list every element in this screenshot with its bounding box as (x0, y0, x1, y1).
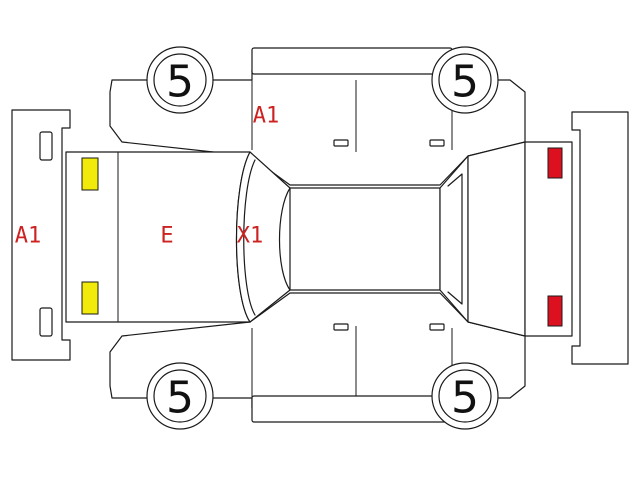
headlamp-bottom (81, 281, 99, 315)
wheel-rear-bottom-rating: 5 (451, 373, 479, 424)
wheel-front-top: 5 (146, 46, 214, 114)
wheel-front-top-rating: 5 (166, 57, 194, 108)
wheel-rear-top: 5 (431, 46, 499, 114)
wheel-rear-top-rating: 5 (451, 57, 479, 108)
rear-bumper (571, 111, 629, 365)
wheel-front-bottom-rating: 5 (166, 373, 194, 424)
code-front-bumper: A1 (15, 224, 42, 249)
code-windshield-area: X1 (237, 224, 264, 249)
front-bumper (11, 109, 71, 361)
code-front-door-top: A1 (253, 104, 280, 129)
wheel-rear-bottom: 5 (431, 362, 499, 430)
roof-panel (289, 187, 441, 291)
taillamp-top (547, 147, 563, 179)
roof-rail-bottom (251, 395, 453, 423)
roof-rail-top (251, 47, 453, 75)
body-top-view (65, 141, 573, 337)
wheel-front-bottom: 5 (146, 362, 214, 430)
headlamp-top (81, 157, 99, 191)
taillamp-bottom (547, 295, 563, 327)
code-hood: E (160, 224, 173, 249)
